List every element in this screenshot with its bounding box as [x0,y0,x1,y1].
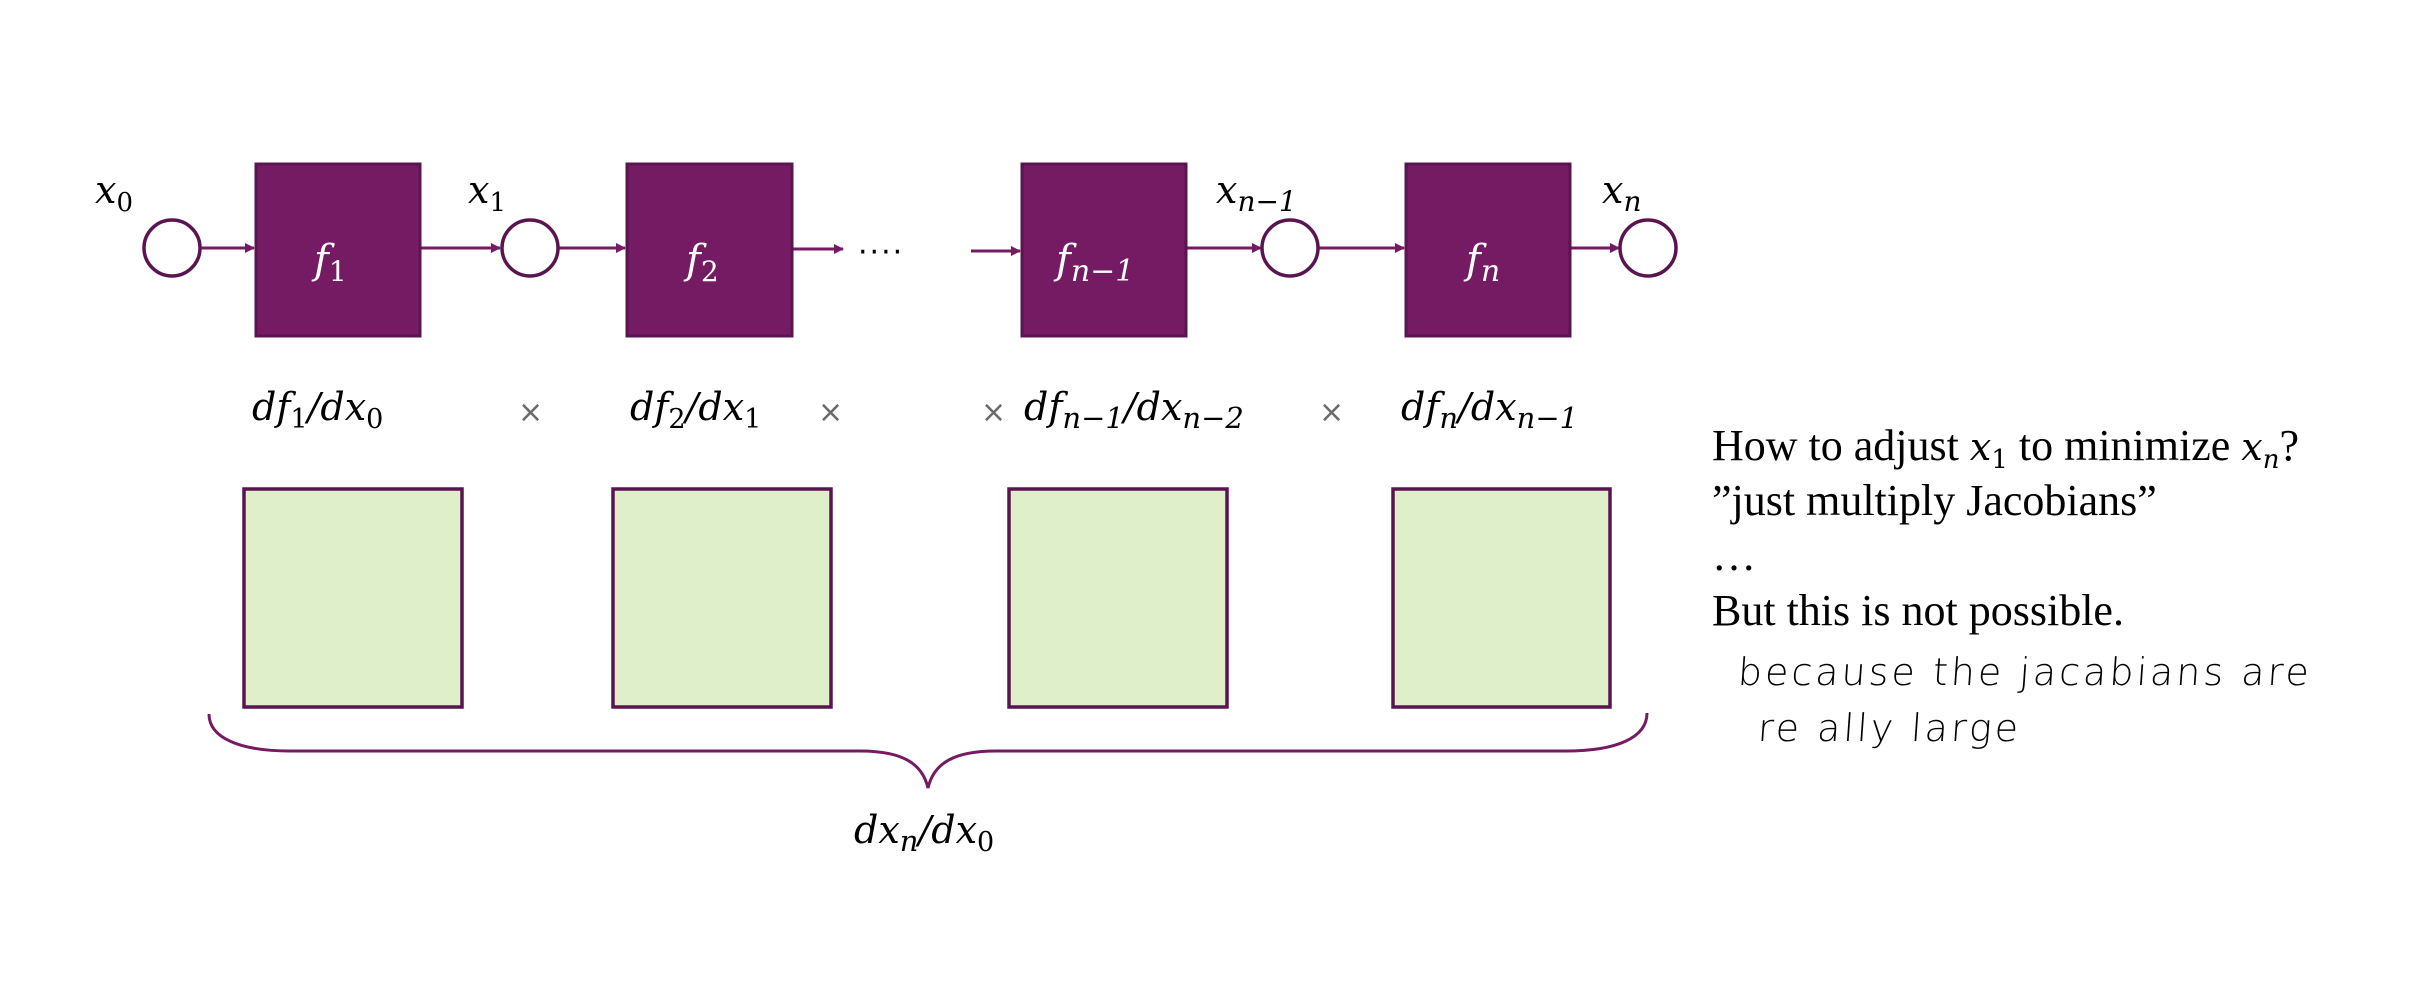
label-x0: x0 [95,168,133,218]
function-box-fn1 [1020,162,1188,338]
function-box-f2 [625,162,794,338]
node-x1-circle [500,218,560,278]
multiply-signs: × × × × [518,395,1344,430]
multiply-sign-4: × [1319,395,1344,430]
question-text-mid: to minimize [2007,421,2242,470]
multiply-sign-1: × [518,395,543,430]
function-labels: f1 f2 fn−1 fn [311,237,1500,289]
quote-line: ”just multiply Jacobians” [1712,476,2157,525]
node-xn1-circle [1260,218,1320,278]
question-var-xn: xn [2241,425,2280,475]
label-x1: x1 [468,168,506,218]
jacobian-label-4: dfn/dxn−1 [1401,385,1578,435]
question-var-x1: x1 [1969,425,2008,475]
jacobian-matrices [242,487,1612,709]
label-xn1: xn−1 [1216,168,1297,218]
edges [200,243,1620,256]
jacobian-label-3: dfn−1/dxn−2 [1024,385,1244,435]
multiply-sign-3: × [981,395,1006,430]
function-box-fn [1404,162,1572,338]
label-xn: xn [1602,168,1641,218]
ellipsis-line: … [1712,531,1756,580]
variable-labels: x0 x1 xn−1 xn [95,168,1641,218]
node-x0-circle [142,218,202,278]
question-text-start: How to adjust [1712,421,1970,470]
function-label-f2: f2 [683,237,719,288]
function-label-fn1: fn−1 [1053,237,1134,289]
jacobian-matrix-2 [611,487,833,709]
jacobian-label-2: df2/dx1 [630,385,761,435]
conclusion-line: But this is not possible. [1712,586,2124,635]
product-label: dxn/dx0 [854,808,994,858]
notes-text: How to adjust x1 to minimize xn? ”just m… [1712,418,2299,638]
jacobian-matrix-3 [1007,487,1229,709]
jacobian-label-1: df1/dx0 [252,385,383,435]
handwritten-note-line1: because the jacabians are [1736,650,2314,694]
variable-nodes [142,218,1678,278]
node-xn-circle [1618,218,1678,278]
jacobian-matrix-4 [1391,487,1612,709]
function-boxes [254,162,1572,338]
question-line: How to adjust x1 to minimize xn? [1712,418,2299,475]
jacobian-labels: df1/dx0 df2/dx1 dfn−1/dxn−2 dfn/dxn−1 [252,385,1578,435]
handwritten-note-line2: re ally large [1756,706,2023,750]
jacobian-matrix-1 [242,487,464,709]
function-label-fn: fn [1463,237,1500,289]
question-mark: ? [2279,421,2299,470]
pipeline-ellipsis: ···· [858,235,904,270]
product-brace [207,712,1649,789]
multiply-sign-2: × [818,395,843,430]
function-box-f1 [254,162,422,338]
